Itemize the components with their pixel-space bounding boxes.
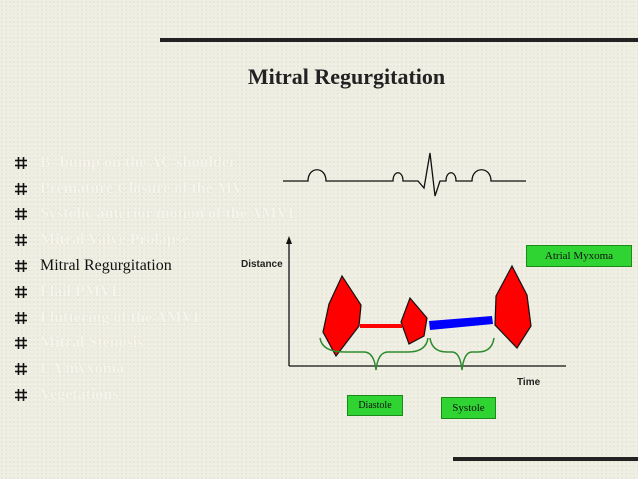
bullet-label: Fluttering of the AMVL — [40, 308, 204, 326]
list-item-active: Mitral Regurgitation — [14, 253, 299, 279]
hash-bullet-icon — [15, 156, 27, 169]
diastole-brace — [319, 337, 429, 371]
bullet-label: Mitral Stenosis — [40, 334, 144, 352]
list-item: B- bump on the AC shoulder — [14, 150, 299, 176]
hash-bullet-icon — [15, 260, 27, 273]
bullet-label: Vegetations — [40, 386, 119, 404]
list-item: Systolic anterior motion of the AMVL — [14, 202, 299, 228]
systole-tag: Systole — [441, 397, 496, 419]
bullet-list: B- bump on the AC shoulder Premature Clo… — [14, 150, 299, 408]
hash-bullet-icon — [15, 337, 27, 350]
list-item: Fluttering of the AMVL — [14, 305, 299, 331]
bullet-label: Systolic anterior motion of the AMVL — [40, 205, 299, 223]
diastole-late-wave — [400, 296, 428, 345]
list-item: Premature Closure of the MV — [14, 176, 299, 202]
list-item: LA myxoma — [14, 356, 299, 382]
hash-bullet-icon — [15, 285, 27, 298]
hash-bullet-icon — [15, 234, 27, 247]
bullet-label: Flail PMVL — [40, 282, 123, 300]
top-rule — [160, 38, 638, 42]
y-axis-label: Distance — [241, 259, 283, 270]
hash-bullet-icon — [15, 208, 27, 221]
bullet-label: LA myxoma — [40, 360, 124, 378]
bullet-label: Mitral Valve Prolapse — [40, 231, 190, 249]
hash-bullet-icon — [15, 389, 27, 402]
x-axis-label: Time — [517, 377, 541, 388]
hash-bullet-icon — [15, 311, 27, 324]
list-item: Mitral Stenosis — [14, 331, 299, 357]
list-item: Flail PMVL — [14, 279, 299, 305]
diastole-early-wave — [322, 274, 362, 358]
systole-wave — [494, 264, 532, 349]
hash-bullet-icon — [15, 363, 27, 376]
slide-title: Mitral Regurgitation — [247, 64, 446, 89]
ecg-trace — [283, 152, 526, 197]
hash-bullet-icon — [15, 182, 27, 195]
list-item: Mitral Valve Prolapse — [14, 227, 299, 253]
cd-closure-segment — [429, 316, 493, 330]
y-axis-arrow — [286, 236, 292, 244]
systole-brace — [429, 337, 495, 371]
bottom-rule — [453, 457, 638, 461]
list-item: Vegetations — [14, 382, 299, 408]
atrial-myxoma-tag: Atrial Myxoma — [526, 245, 632, 267]
bullet-label: Premature Closure of the MV — [40, 179, 244, 197]
diastole-tag: Diastole — [347, 395, 403, 416]
bullet-label: B- bump on the AC shoulder — [40, 153, 237, 171]
bullet-label: Mitral Regurgitation — [40, 257, 172, 275]
